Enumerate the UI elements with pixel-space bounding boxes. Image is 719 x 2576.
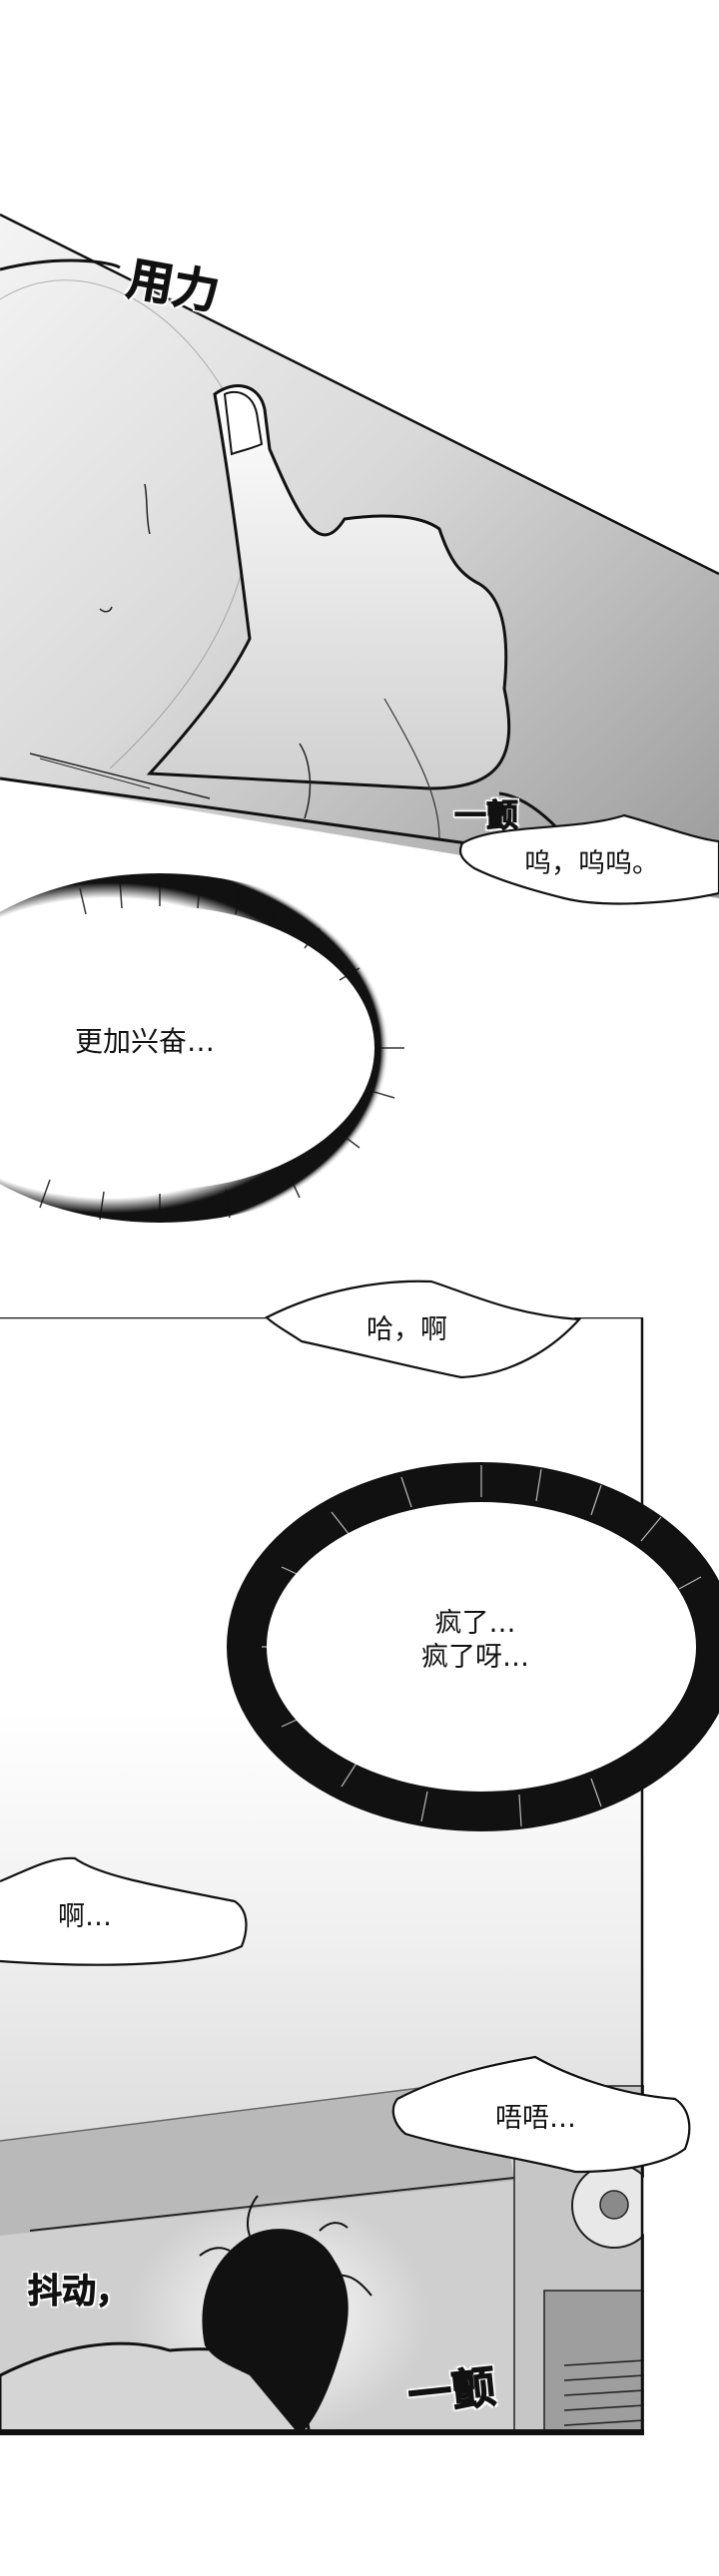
speech-bubble-wu: 呜，呜呜。 — [454, 813, 719, 908]
burst-shape — [0, 873, 414, 1223]
bubble-text-ha: 哈，啊 — [366, 1314, 447, 1345]
sfx-yizhan-1: 一颤 — [453, 796, 519, 835]
panel-2: 哈，啊 疯了… 疯了呀… 啊… 唔唔… — [0, 1280, 719, 2435]
emphasis-burst-1: 更加兴奋… — [0, 858, 429, 1238]
speech-bubble-shape — [391, 2055, 691, 2174]
bubble-text-wuwu: 唔唔… — [495, 2103, 576, 2134]
speech-bubble-shape — [0, 1856, 248, 1966]
sfx-doudong: 抖动， — [28, 2272, 131, 2313]
sfx-yizhan-2: 一颤 — [405, 2361, 499, 2422]
speech-bubble-shape — [265, 1280, 581, 1379]
burst-shape — [227, 1462, 719, 1831]
panel-1-artwork — [0, 213, 719, 898]
emphasis-burst-2: 疯了… 疯了呀… — [222, 1457, 719, 1836]
speech-bubble-a: 啊… — [0, 1856, 250, 1971]
burst-text-excited: 更加兴奋… — [75, 1025, 216, 1058]
bubble-text-a: 啊… — [58, 1901, 112, 1932]
burst-text-crazy: 疯了… 疯了呀… — [421, 1608, 529, 1673]
panel-1: 用力 一颤 — [0, 0, 719, 898]
speech-bubble-shape — [458, 813, 719, 905]
speech-bubble-wuwu: 唔唔… — [385, 2054, 695, 2184]
speech-bubble-ha: 哈，啊 — [262, 1280, 581, 1389]
bubble-text-wu: 呜，呜呜。 — [524, 848, 659, 879]
